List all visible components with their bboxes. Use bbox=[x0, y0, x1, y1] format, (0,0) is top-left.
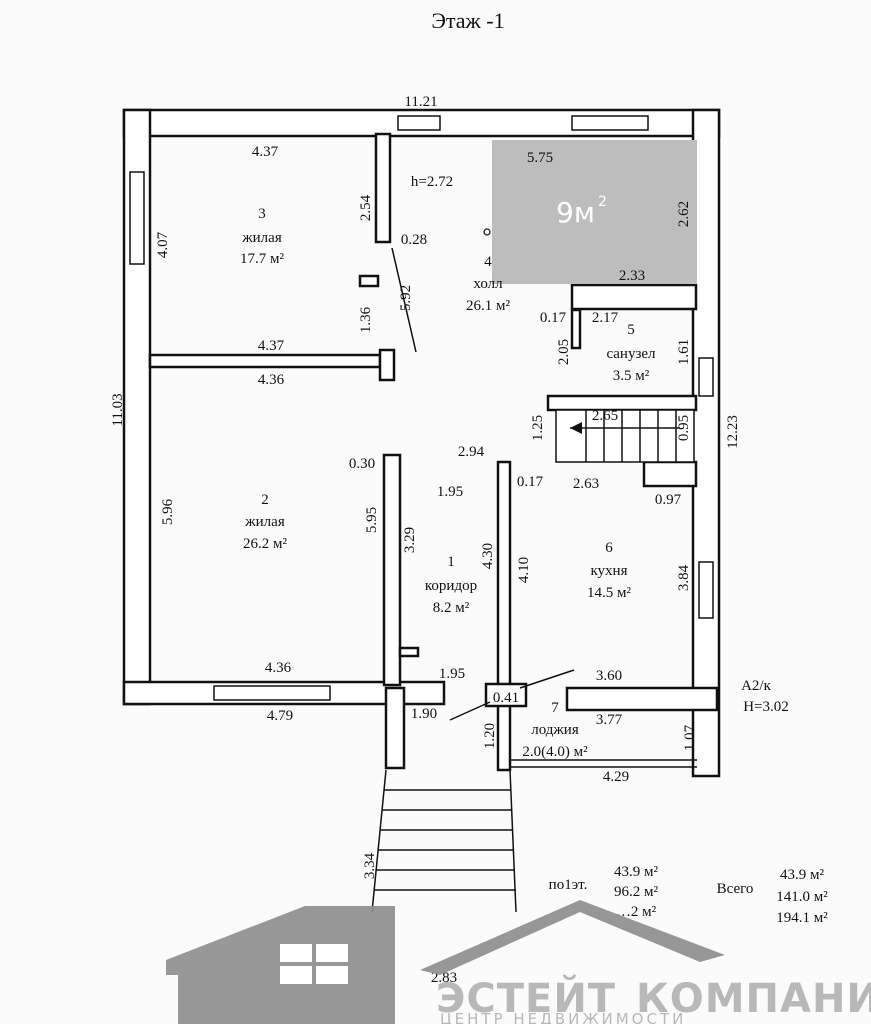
svg-text:8.2 м²: 8.2 м² bbox=[433, 600, 470, 616]
svg-text:26.1 м²: 26.1 м² bbox=[466, 298, 510, 314]
dim: 3.84 bbox=[676, 564, 692, 591]
svg-text:14.5 м²: 14.5 м² bbox=[587, 585, 631, 601]
dim: 4.37 bbox=[258, 338, 285, 354]
svg-text:2.0(4.0) м²: 2.0(4.0) м² bbox=[522, 744, 588, 760]
dim: 1.95 bbox=[439, 666, 465, 682]
room-3: 3 жилая 17.7 м² bbox=[240, 206, 284, 267]
dim: 1.95 bbox=[437, 484, 463, 500]
brand-name-bold: ЭСТЕЙТ bbox=[436, 974, 616, 1022]
dim: 4.36 bbox=[265, 660, 292, 676]
ceiling-height-label: h=2.72 bbox=[411, 174, 453, 190]
dim: 3.29 bbox=[402, 527, 418, 553]
dim: 2.54 bbox=[358, 194, 374, 221]
svg-text:холл: холл bbox=[473, 276, 503, 292]
grand-total-value: 194.1 м² bbox=[776, 910, 828, 926]
badge-value: 9м bbox=[556, 196, 595, 229]
svg-text:6: 6 bbox=[605, 540, 613, 556]
svg-text:7: 7 bbox=[551, 700, 559, 716]
side-label-1: А2/к bbox=[741, 678, 772, 694]
dim: 11.21 bbox=[404, 94, 437, 110]
dim: 2.63 bbox=[573, 476, 599, 492]
svg-text:кухня: кухня bbox=[590, 563, 627, 579]
dim: 4.29 bbox=[603, 769, 629, 785]
svg-text:жилая: жилая bbox=[241, 230, 282, 246]
svg-text:4: 4 bbox=[484, 254, 492, 270]
svg-text:коридор: коридор bbox=[425, 578, 477, 594]
dim: 2.33 bbox=[619, 268, 645, 284]
exterior-steps bbox=[371, 769, 517, 913]
dim: 1.36 bbox=[358, 306, 374, 333]
dim: 2.62 bbox=[676, 201, 692, 227]
floor-total-value: 96.2 м² bbox=[614, 884, 658, 900]
badge-sup: 2 bbox=[598, 194, 607, 210]
dim: 2.17 bbox=[592, 310, 619, 326]
dim: 3.77 bbox=[596, 712, 623, 728]
dim: 12.23 bbox=[725, 415, 741, 449]
svg-text:17.7 м²: 17.7 м² bbox=[240, 251, 284, 267]
room-2: 2 жилая 26.2 м² bbox=[243, 492, 287, 552]
svg-text:лоджия: лоджия bbox=[531, 722, 579, 738]
dim: 1.20 bbox=[482, 723, 498, 749]
svg-text:1: 1 bbox=[447, 554, 455, 570]
dim: 0.97 bbox=[655, 492, 682, 508]
dim: 11.03 bbox=[110, 393, 126, 426]
svg-text:3.5 м²: 3.5 м² bbox=[613, 368, 650, 384]
brand-name-rest: КОМПАНИ bbox=[636, 976, 871, 1022]
dim: 1.61 bbox=[676, 339, 692, 365]
floor-total-value: 43.9 м² bbox=[614, 864, 658, 880]
area-totals: по1эт. 43.9 м² 96.2 м² …2 м² Всего 43.9 … bbox=[549, 864, 829, 926]
dim: 4.10 bbox=[516, 557, 532, 583]
dim: 5.95 bbox=[364, 507, 380, 533]
dim: 0.17 bbox=[517, 474, 544, 490]
dim: 5.96 bbox=[160, 498, 176, 525]
grand-total-label: Всего bbox=[717, 881, 754, 897]
svg-text:жилая: жилая bbox=[244, 514, 285, 530]
dim: 3.60 bbox=[596, 668, 622, 684]
dim: 4.36 bbox=[258, 372, 285, 388]
staircase bbox=[555, 409, 695, 463]
dimensions: 11.21 4.37 5.75 2.54 2.62 4.07 0.28 2.33… bbox=[110, 94, 741, 986]
dim: 5.75 bbox=[527, 150, 553, 166]
dim: 0.28 bbox=[401, 232, 427, 248]
floor-total-value: …2 м² bbox=[616, 904, 657, 920]
dim: 1.07 bbox=[682, 724, 698, 751]
grand-total-value: 141.0 м² bbox=[776, 889, 828, 905]
dim: 3.34 bbox=[362, 852, 378, 879]
floor-total-label: по1эт. bbox=[549, 877, 588, 893]
floor-title: Этаж -1 bbox=[431, 8, 504, 33]
dim: 1.25 bbox=[530, 415, 546, 441]
dim: 5.92 bbox=[398, 285, 414, 311]
room-6: 6 кухня 14.5 м² bbox=[587, 540, 631, 601]
dim: 2.94 bbox=[458, 444, 485, 460]
dim: 2.05 bbox=[556, 339, 572, 365]
grand-total-value: 43.9 м² bbox=[780, 867, 824, 883]
dim: 1.90 bbox=[411, 706, 437, 722]
svg-text:2: 2 bbox=[261, 492, 269, 508]
svg-text:26.2 м²: 26.2 м² bbox=[243, 536, 287, 552]
area-badge: 9м 2 bbox=[492, 140, 697, 284]
outer-walls bbox=[122, 108, 721, 778]
dim: 0.41 bbox=[493, 690, 519, 706]
internal-walls bbox=[148, 132, 698, 772]
brand-subtitle: ЦЕНТР НЕДВИЖИМОСТИ bbox=[440, 1010, 686, 1024]
svg-text:санузел: санузел bbox=[606, 346, 656, 362]
room-5: 5 санузел 3.5 м² bbox=[606, 322, 656, 384]
brand-logo: ЭСТЕЙТ КОМПАНИ ЦЕНТР НЕДВИЖИМОСТИ bbox=[166, 900, 871, 1024]
dim: 4.37 bbox=[252, 144, 279, 160]
dim: 4.07 bbox=[155, 231, 171, 258]
room-labels: 3 жилая 17.7 м² 4 холл 26.1 м² 5 санузел 3.5 м… bbox=[240, 206, 656, 760]
svg-text:3: 3 bbox=[258, 206, 266, 222]
dim: 4.30 bbox=[480, 543, 496, 569]
dim: 0.95 bbox=[676, 415, 692, 441]
dim: 0.17 bbox=[540, 310, 567, 326]
dim: 4.79 bbox=[267, 708, 293, 724]
room-7: 7 лоджия 2.0(4.0) м² bbox=[522, 700, 588, 760]
dim: 0.30 bbox=[349, 456, 375, 472]
side-label-2: Н=3.02 bbox=[743, 699, 789, 715]
dim: 2.65 bbox=[592, 408, 618, 424]
svg-text:5: 5 bbox=[627, 322, 635, 338]
room-4: 4 холл 26.1 м² bbox=[466, 254, 510, 314]
room-1: 1 коридор 8.2 м² bbox=[425, 554, 477, 616]
